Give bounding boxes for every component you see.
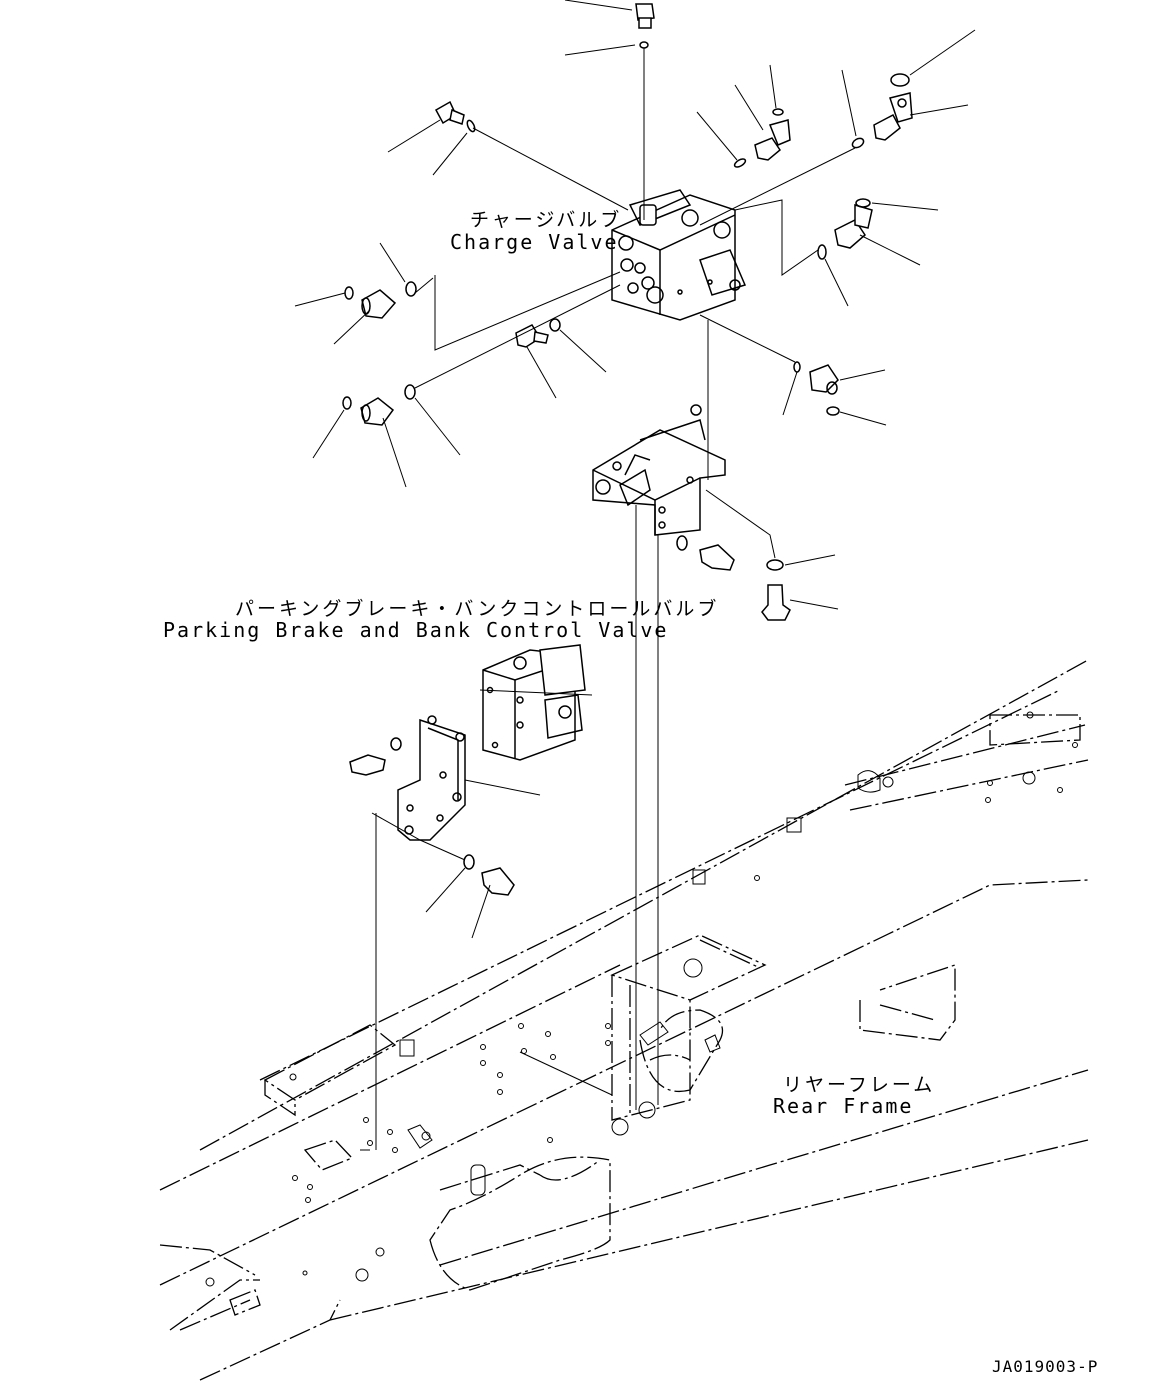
rear-frame-holes: [205, 711, 1078, 1287]
charge-valve-body: [611, 189, 747, 321]
parking-valve-label-jp: パーキングブレーキ・バンクコントロールバルブ: [235, 598, 720, 620]
parking-brake-valve-body: [482, 644, 586, 761]
parking-valve-mount-bracket: [592, 404, 726, 536]
drawing-code: JA019003-P: [992, 1357, 1099, 1376]
valve-mounting-plate: [397, 715, 466, 841]
leader-lines: [294, 0, 976, 1151]
parking-valve-label-en: Parking Brake and Bank Control Valve: [163, 618, 669, 642]
rear-frame-label-jp: リヤーフレーム: [783, 1074, 936, 1096]
rear-frame-label-en: Rear Frame: [773, 1094, 914, 1118]
fittings-and-fasteners: [342, 3, 913, 896]
charge-valve-label-jp: チャージバルブ: [470, 209, 623, 231]
charge-valve-label-en: Charge Valve: [450, 230, 619, 254]
rear-frame-drawing: [159, 659, 1089, 1381]
